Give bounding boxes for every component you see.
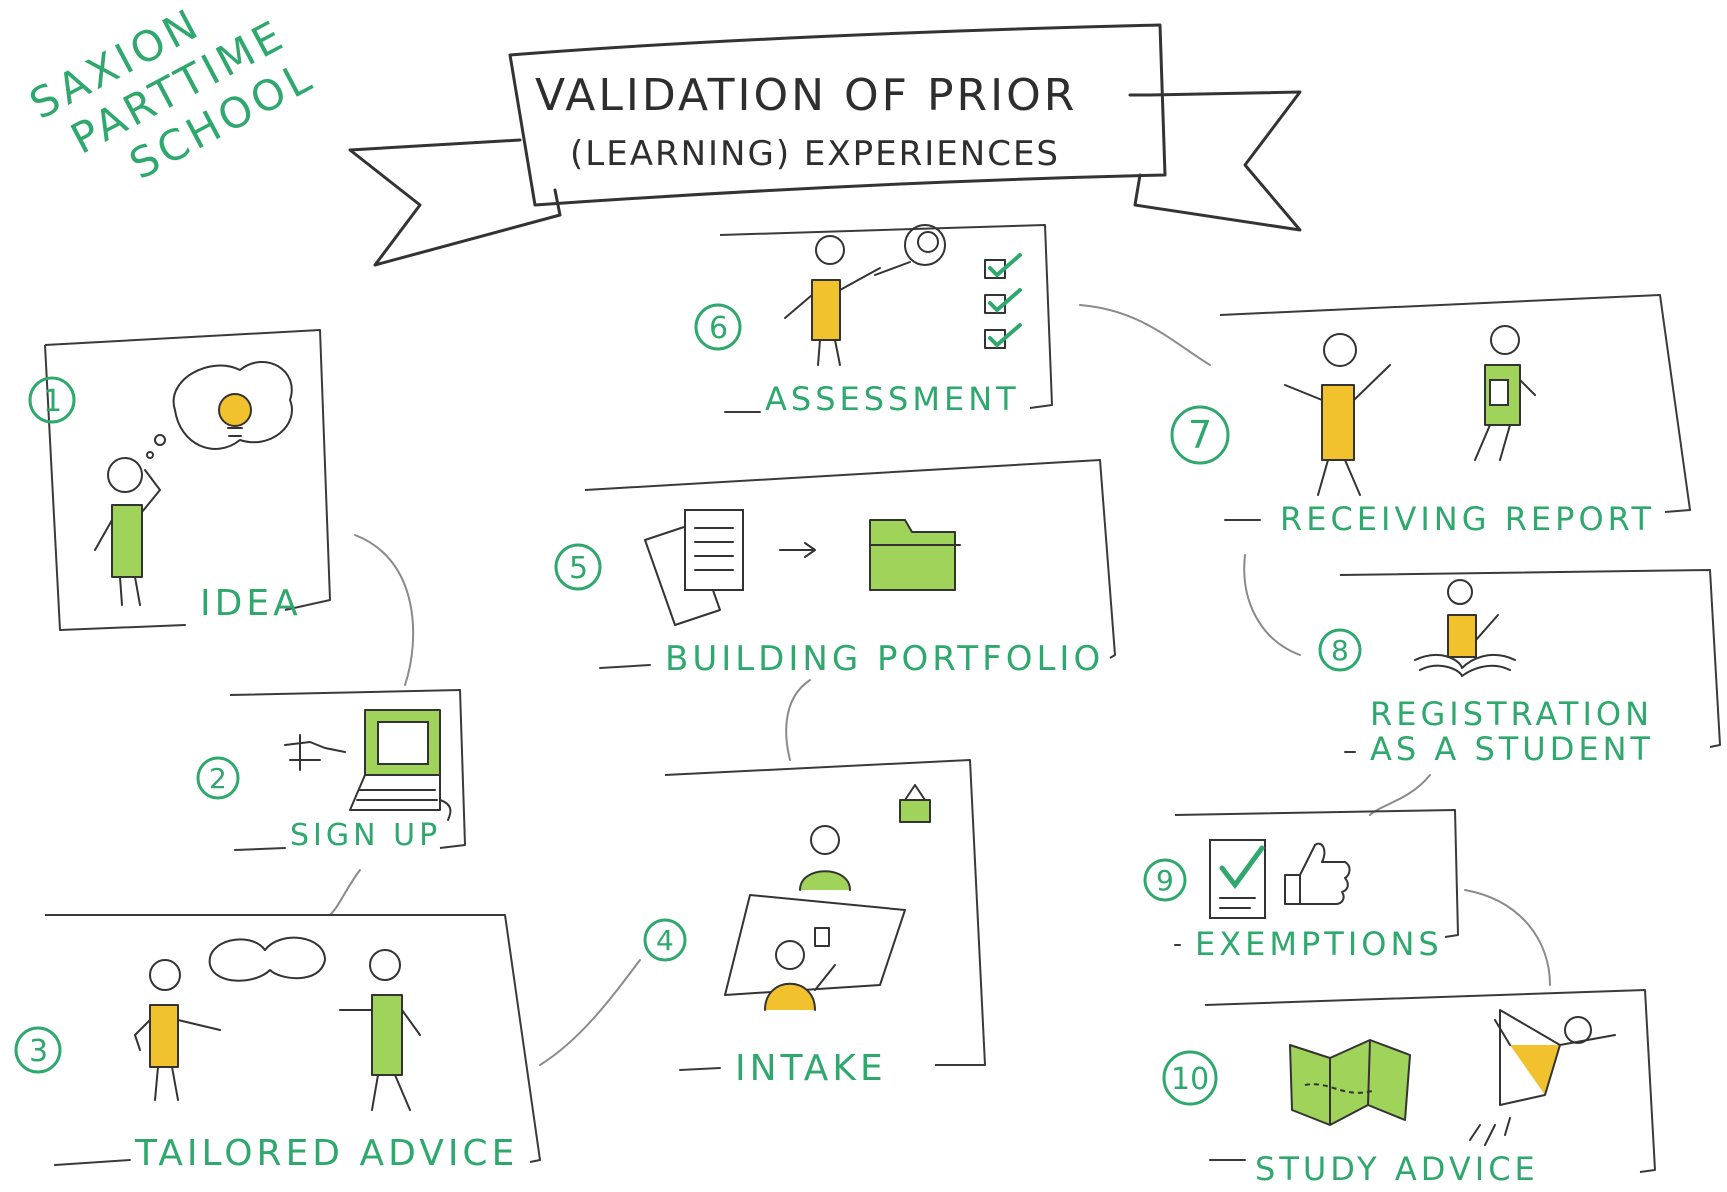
hand-pointing-icon xyxy=(284,734,346,771)
step-2-sign-up: 2 SIGN UP xyxy=(196,689,466,853)
student-reading-book-icon xyxy=(1414,579,1516,677)
step-10-label: STUDY ADVICE xyxy=(1255,1150,1539,1188)
checklist-icon xyxy=(984,253,1022,349)
title-banner: VALIDATION OF PRIOR (LEARNING) EXPERIENC… xyxy=(348,23,1302,267)
lightbulb-idea-icon xyxy=(146,360,293,459)
step-1-label: IDEA xyxy=(200,583,302,624)
step-3-label: TAILORED ADVICE xyxy=(134,1133,518,1174)
step-9-number-badge xyxy=(1143,858,1187,902)
step-7-number-badge xyxy=(1170,405,1230,465)
step-6-number-badge xyxy=(694,303,742,351)
person-thinking-icon xyxy=(94,457,161,606)
superhero-flying-icon xyxy=(1469,1009,1616,1146)
step-4-number: 4 xyxy=(656,924,674,957)
thumbs-up-icon xyxy=(1284,842,1351,905)
assessor-person-icon xyxy=(784,235,881,366)
arrow-icon xyxy=(779,542,816,558)
connectors xyxy=(329,304,1551,1066)
step-1-idea: 1 IDEA xyxy=(28,329,331,631)
school-label: SAXION PARTTIME SCHOOL xyxy=(22,0,322,189)
step-8-number: 8 xyxy=(1331,634,1349,667)
folder-icon xyxy=(869,519,961,591)
step-2-number-badge xyxy=(196,756,240,800)
step-2-number: 2 xyxy=(209,762,227,795)
step-7-label: RECEIVING REPORT xyxy=(1280,500,1655,538)
meeting-table-icon xyxy=(724,784,931,1011)
step-4-number-badge xyxy=(643,918,687,962)
step-9-label: EXEMPTIONS xyxy=(1195,925,1443,963)
step-9-number: 9 xyxy=(1156,864,1174,897)
banner-ribbon-left xyxy=(348,138,562,267)
step-5-number: 5 xyxy=(569,551,588,586)
step-2-label: SIGN UP xyxy=(290,818,441,853)
step-4-label: INTAKE xyxy=(735,1048,887,1089)
step-5-number-badge xyxy=(554,543,602,591)
reading-person-icon xyxy=(1474,325,1536,461)
student-person-icon xyxy=(339,949,421,1111)
step-3-tailored-advice: 3 TAILORED ADVICE xyxy=(14,914,541,1174)
step-1-number: 1 xyxy=(43,384,62,419)
step-8-registration: 8 REGISTRATION AS A STUDENT xyxy=(1318,569,1721,768)
step-6-label: ASSESSMENT xyxy=(765,380,1020,418)
map-icon xyxy=(1289,1039,1411,1126)
step-7-number: 7 xyxy=(1188,413,1212,457)
step-10-number: 10 xyxy=(1171,1062,1209,1097)
celebrating-person-icon xyxy=(1284,333,1391,496)
step-10-number-badge xyxy=(1162,1050,1218,1106)
step-6-assessment: 6 ASSESSMENT xyxy=(694,224,1053,418)
step-6-number: 6 xyxy=(709,311,728,346)
banner-title-line-1: VALIDATION OF PRIOR xyxy=(535,70,1077,121)
step-10-study-advice: 10 STUDY ADVICE xyxy=(1162,989,1656,1188)
step-8-label-line-2: AS A STUDENT xyxy=(1370,730,1654,768)
step-8-number-badge xyxy=(1318,628,1362,672)
advisor-person-icon xyxy=(134,959,221,1101)
step-7-receiving-report: 7 RECEIVING REPORT xyxy=(1170,294,1691,538)
laptop-icon xyxy=(349,709,452,821)
step-3-number-badge xyxy=(14,1026,62,1074)
step-3-number: 3 xyxy=(29,1034,48,1069)
documents-icon xyxy=(644,509,744,626)
step-5-building-portfolio: 5 BUILDING PORTFOLIO xyxy=(554,459,1116,679)
step-8-label-line-1: REGISTRATION xyxy=(1370,695,1653,733)
step-5-label: BUILDING PORTFOLIO xyxy=(665,639,1104,679)
magnifying-glass-icon xyxy=(874,224,946,276)
banner-ribbon-right xyxy=(1128,90,1302,232)
speech-bubbles-icon xyxy=(208,936,326,982)
step-1-number-badge xyxy=(28,376,76,424)
approved-document-icon xyxy=(1209,839,1266,919)
banner-box xyxy=(508,23,1167,207)
banner-title-line-2: (LEARNING) EXPERIENCES xyxy=(570,134,1060,174)
step-4-intake: 4 INTAKE xyxy=(643,759,986,1089)
step-9-exemptions: 9 EXEMPTIONS xyxy=(1143,809,1459,963)
